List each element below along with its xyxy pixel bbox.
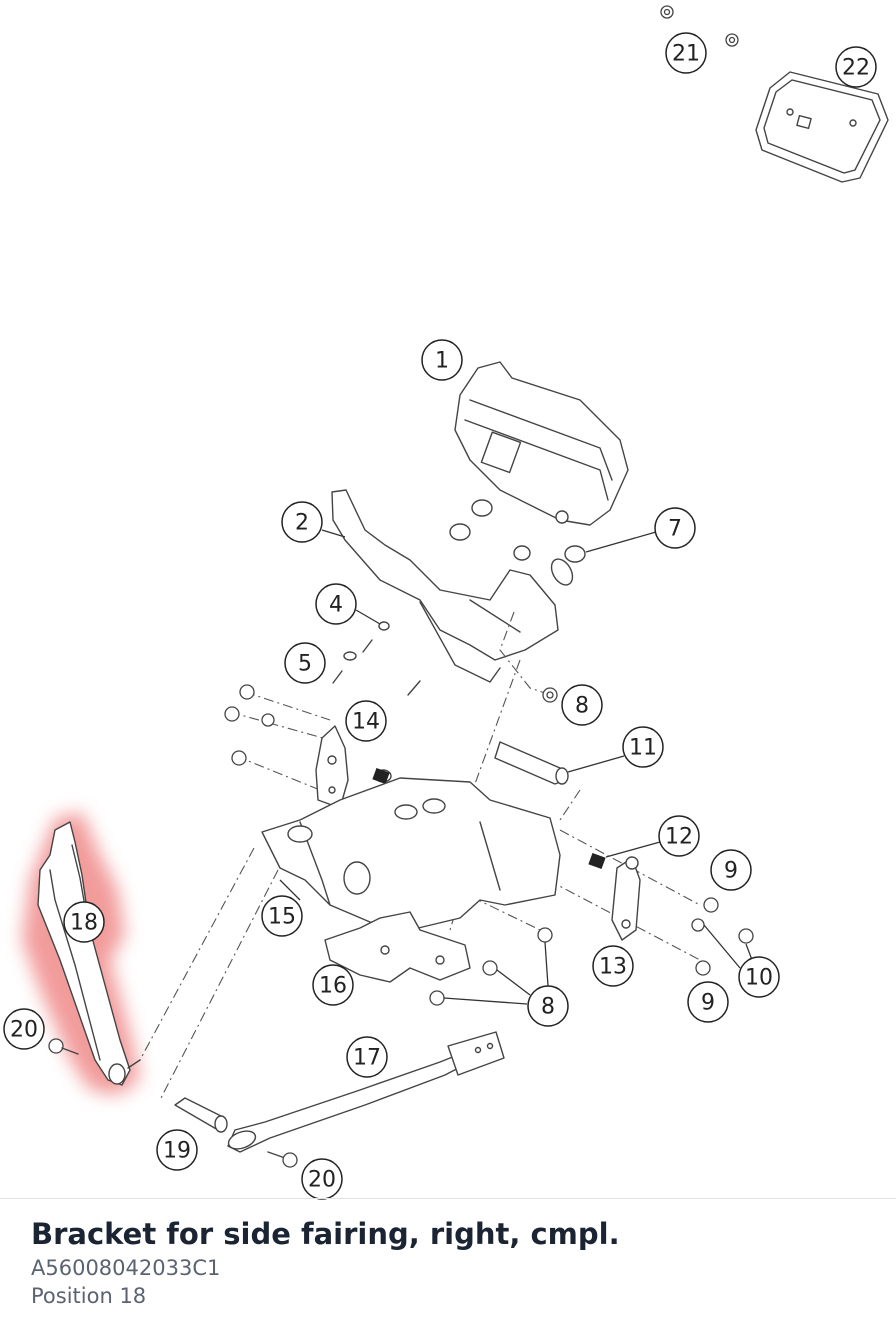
callout-number: 5 <box>298 652 312 677</box>
parts-4-5-screws <box>332 609 421 696</box>
callout-number: 4 <box>329 593 343 618</box>
callout-1[interactable]: 1 <box>421 339 463 381</box>
callout-circle[interactable] <box>345 700 387 742</box>
callout-number: 9 <box>724 859 738 884</box>
callout-20[interactable]: 20 <box>3 1008 45 1050</box>
callout-number: 20 <box>308 1168 336 1193</box>
callout-20[interactable]: 20 <box>301 1158 343 1200</box>
callout-8[interactable]: 8 <box>527 985 569 1027</box>
part-21-nuts <box>660 5 739 47</box>
callout-4[interactable]: 4 <box>315 583 357 625</box>
callout-circle[interactable] <box>654 507 696 549</box>
callout-15[interactable]: 15 <box>261 895 303 937</box>
callout-circle[interactable] <box>592 945 634 987</box>
callout-number: 1 <box>435 349 449 374</box>
bolts-9-10 <box>691 897 754 976</box>
callout-19[interactable]: 19 <box>156 1129 198 1171</box>
callout-circle[interactable] <box>281 501 323 543</box>
part-19-spacer <box>174 1097 228 1133</box>
callout-16[interactable]: 16 <box>312 964 354 1006</box>
callout-number: 22 <box>842 56 870 81</box>
callout-circle[interactable] <box>710 849 752 891</box>
callout-circle[interactable] <box>315 583 357 625</box>
callout-14[interactable]: 14 <box>345 700 387 742</box>
callout-number: 17 <box>353 1046 381 1071</box>
callout-circle[interactable] <box>527 985 569 1027</box>
callout-circle[interactable] <box>312 964 354 1006</box>
parts-12-13 <box>588 841 661 941</box>
callout-9[interactable]: 9 <box>710 849 752 891</box>
callout-9[interactable]: 9 <box>687 981 729 1023</box>
callout-18[interactable]: 18 <box>63 901 105 943</box>
callout-circle[interactable] <box>687 981 729 1023</box>
callout-circle[interactable] <box>622 726 664 768</box>
part-20-bolt-bottom <box>267 1151 298 1168</box>
part-1-instrument <box>449 361 629 561</box>
callout-circle[interactable] <box>261 895 303 937</box>
callout-11[interactable]: 11 <box>622 726 664 768</box>
part-14-plate <box>224 684 392 809</box>
part-16-bracket <box>324 911 471 983</box>
callout-number: 12 <box>665 825 693 850</box>
callout-10[interactable]: 10 <box>738 956 780 998</box>
part-8-upper <box>542 687 558 703</box>
callout-2[interactable]: 2 <box>281 501 323 543</box>
callout-circle[interactable] <box>301 1158 343 1200</box>
callout-number: 8 <box>541 995 555 1020</box>
part-17-stay <box>227 1031 505 1153</box>
part-20-bolt-left <box>48 1038 79 1055</box>
callout-7[interactable]: 7 <box>654 507 696 549</box>
callout-circle[interactable] <box>346 1036 388 1078</box>
part-11-sleeve <box>494 741 625 785</box>
callout-8[interactable]: 8 <box>561 684 603 726</box>
callout-circle[interactable] <box>835 46 877 88</box>
callout-12[interactable]: 12 <box>658 815 700 857</box>
divider <box>0 1198 896 1199</box>
callout-22[interactable]: 22 <box>835 46 877 88</box>
callout-21[interactable]: 21 <box>665 32 707 74</box>
callout-circle[interactable] <box>665 32 707 74</box>
part-info-panel: Bracket for side fairing, right, cmpl. A… <box>31 1214 620 1310</box>
part-position: Position 18 <box>31 1284 147 1308</box>
callout-number: 14 <box>352 710 380 735</box>
callout-number: 16 <box>319 974 347 999</box>
callout-13[interactable]: 13 <box>592 945 634 987</box>
callout-number: 10 <box>745 966 773 991</box>
callout-number: 7 <box>668 517 682 542</box>
part-22-cover <box>755 71 889 183</box>
callout-number: 18 <box>70 911 98 936</box>
part-number: A56008042033C1 <box>31 1256 221 1280</box>
callout-circle[interactable] <box>156 1129 198 1171</box>
callout-circle[interactable] <box>3 1008 45 1050</box>
callout-circle[interactable] <box>63 901 105 943</box>
part-2-bracket <box>321 489 559 683</box>
callout-number: 20 <box>10 1018 38 1043</box>
callout-number: 19 <box>163 1139 191 1164</box>
callout-number: 9 <box>701 991 715 1016</box>
callout-number: 13 <box>599 955 627 980</box>
callout-circle[interactable] <box>658 815 700 857</box>
callout-number: 11 <box>629 736 657 761</box>
callout-circle[interactable] <box>284 642 326 684</box>
callout-circle[interactable] <box>561 684 603 726</box>
callout-5[interactable]: 5 <box>284 642 326 684</box>
part-8-lower <box>429 927 553 1006</box>
callout-circle[interactable] <box>738 956 780 998</box>
callout-number: 21 <box>672 42 700 67</box>
callout-number: 2 <box>295 511 309 536</box>
callout-17[interactable]: 17 <box>346 1036 388 1078</box>
callout-circle[interactable] <box>421 339 463 381</box>
part-title: Bracket for side fairing, right, cmpl. <box>31 1217 620 1251</box>
callout-number: 8 <box>575 694 589 719</box>
callout-number: 15 <box>268 905 296 930</box>
part-15-frame <box>261 777 561 931</box>
part-7-grommet <box>550 531 657 586</box>
